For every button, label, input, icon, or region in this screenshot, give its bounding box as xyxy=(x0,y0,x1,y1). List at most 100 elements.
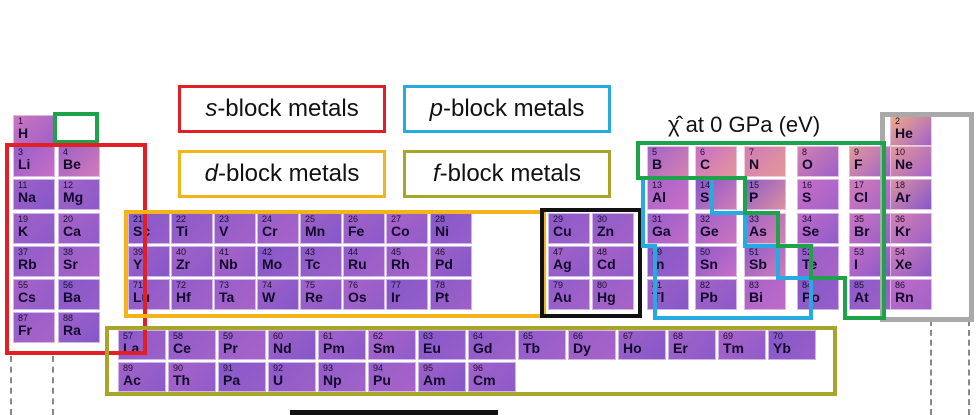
legend-d-letter: d xyxy=(204,160,218,187)
element-symbol: Cd xyxy=(597,256,616,272)
element-symbol: Ta xyxy=(219,289,235,305)
legend-p-block: p-block metals xyxy=(403,85,611,133)
atomic-number: 28 xyxy=(435,214,446,224)
element-symbol: Rn xyxy=(895,289,914,305)
element-symbol: Sn xyxy=(700,256,718,272)
atomic-number: 52 xyxy=(802,247,813,257)
atomic-number: 26 xyxy=(348,214,359,224)
element-symbol: K xyxy=(18,223,29,239)
atomic-number: 82 xyxy=(700,280,711,290)
element-symbol: Ho xyxy=(623,340,642,356)
f-block-frame xyxy=(105,326,837,396)
atomic-number: 3 xyxy=(18,147,24,157)
atomic-number: 84 xyxy=(802,280,813,290)
element-symbol: Bi xyxy=(749,289,763,305)
atomic-number: 7 xyxy=(749,147,755,157)
dashed-guide-line xyxy=(52,356,54,415)
element-symbol: Ag xyxy=(553,256,572,272)
atomic-number: 11 xyxy=(18,180,28,190)
element-symbol: Hf xyxy=(176,289,191,305)
atomic-number: 46 xyxy=(435,247,446,257)
element-symbol: Nb xyxy=(219,256,238,272)
element-symbol: Ne xyxy=(895,156,913,172)
atomic-number: 75 xyxy=(305,280,316,290)
legend-s-block: s-block metals xyxy=(178,85,386,133)
atomic-number: 81 xyxy=(652,280,663,290)
atomic-number: 2 xyxy=(895,116,901,126)
element-symbol: Be xyxy=(63,156,81,172)
element-symbol: Al xyxy=(652,189,666,205)
atomic-number: 91 xyxy=(223,363,234,373)
atomic-number: 86 xyxy=(895,280,906,290)
atomic-number: 74 xyxy=(262,280,273,290)
atomic-number: 64 xyxy=(473,331,484,341)
element-symbol: Tm xyxy=(723,340,744,356)
atomic-number: 14 xyxy=(700,180,711,190)
bottom-bar xyxy=(290,410,498,415)
element-symbol: Y xyxy=(133,256,143,272)
atomic-number: 18 xyxy=(895,180,906,190)
element-symbol: Os xyxy=(348,289,367,305)
element-symbol: Rb xyxy=(18,256,37,272)
atomic-number: 27 xyxy=(391,214,402,224)
atomic-number: 8 xyxy=(802,147,808,157)
atomic-number: 66 xyxy=(573,331,584,341)
element-symbol: Re xyxy=(305,289,323,305)
element-symbol: Mo xyxy=(262,256,283,272)
legend-f-letter: f xyxy=(432,160,440,187)
atomic-number: 40 xyxy=(176,247,187,257)
element-symbol: W xyxy=(262,289,276,305)
atomic-number: 67 xyxy=(623,331,634,341)
element-symbol: Br xyxy=(854,223,870,239)
element-symbol: Ra xyxy=(63,322,81,338)
atomic-number: 63 xyxy=(423,331,434,341)
element-symbol: Ga xyxy=(652,223,671,239)
atomic-number: 42 xyxy=(262,247,273,257)
atomic-number: 41 xyxy=(219,247,230,257)
atomic-number: 59 xyxy=(223,331,234,341)
legend-d-text: -block metals xyxy=(217,160,360,187)
element-symbol: Tb xyxy=(523,340,541,356)
atomic-number: 58 xyxy=(173,331,184,341)
element-symbol: Pd xyxy=(435,256,453,272)
legend-p-text: -block metals xyxy=(442,95,585,122)
atomic-number: 32 xyxy=(700,214,711,224)
element-symbol: Dy xyxy=(573,340,591,356)
atomic-number: 33 xyxy=(749,214,760,224)
scale-title: χ̂ at 0 GPa (eV) xyxy=(668,112,821,137)
element-symbol: Ba xyxy=(63,289,81,305)
atomic-number: 62 xyxy=(373,331,384,341)
element-symbol: Zr xyxy=(176,256,190,272)
atomic-number: 35 xyxy=(854,214,865,224)
element-symbol: Zn xyxy=(597,223,615,239)
